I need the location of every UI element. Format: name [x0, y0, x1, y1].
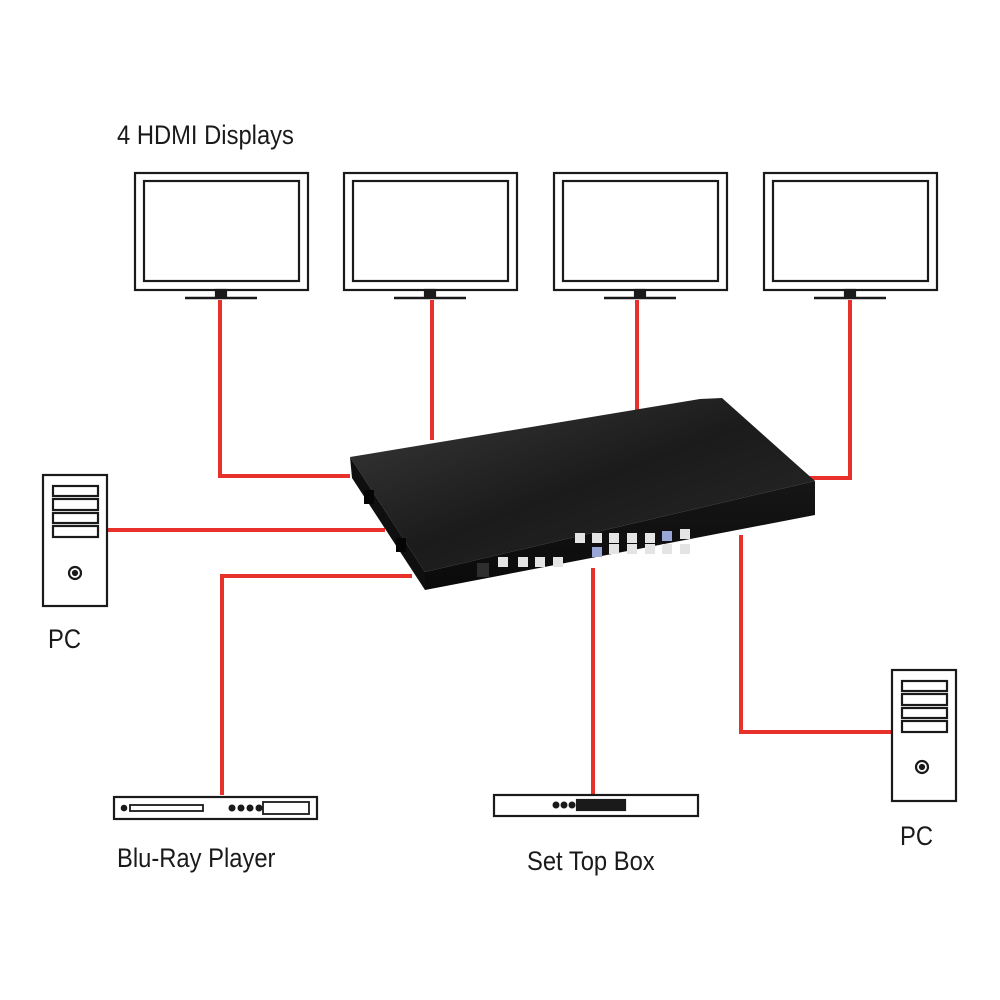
switch-front-panel — [477, 529, 690, 577]
panel-button — [518, 557, 528, 567]
displays — [133, 171, 939, 300]
hdmi-display — [342, 171, 519, 300]
set-top-box-label: Set Top Box — [527, 846, 655, 876]
hdmi-display — [552, 171, 729, 300]
pc-right-label: PC — [900, 821, 934, 851]
panel-button — [645, 533, 655, 543]
panel-button — [553, 557, 563, 567]
panel-button — [662, 544, 672, 554]
panel-button — [575, 533, 585, 543]
bluray-player-label: Blu-Ray Player — [117, 843, 276, 873]
panel-button — [662, 531, 672, 541]
cable-display-4 — [808, 300, 852, 480]
panel-button — [680, 529, 690, 539]
panel-button — [535, 557, 545, 567]
panel-display-window — [477, 563, 489, 577]
panel-button — [592, 547, 602, 557]
panel-button — [627, 533, 637, 543]
panel-button — [609, 533, 619, 543]
pc-tower-left — [41, 473, 109, 608]
panel-button — [592, 533, 602, 543]
hdmi-display — [133, 171, 310, 300]
diagram-title: 4 HDMI Displays — [117, 120, 294, 150]
cable-display-1 — [218, 300, 350, 478]
hdmi-display — [762, 171, 939, 300]
switch-side-port-2 — [396, 538, 406, 552]
panel-button — [609, 544, 619, 554]
cable-bluray — [220, 574, 412, 795]
bluray-player — [112, 795, 319, 821]
cables — [108, 300, 892, 795]
pc-left-label: PC — [48, 624, 82, 654]
pc-tower-right — [890, 668, 958, 803]
panel-button — [680, 544, 690, 554]
panel-button — [498, 557, 508, 567]
cable-pc-right — [739, 535, 892, 734]
set-top-box — [492, 793, 700, 818]
switch-top-face — [350, 398, 815, 572]
hdmi-matrix-switch — [350, 398, 815, 590]
panel-button — [627, 544, 637, 554]
panel-button — [645, 544, 655, 554]
switch-side-port-1 — [364, 490, 374, 504]
